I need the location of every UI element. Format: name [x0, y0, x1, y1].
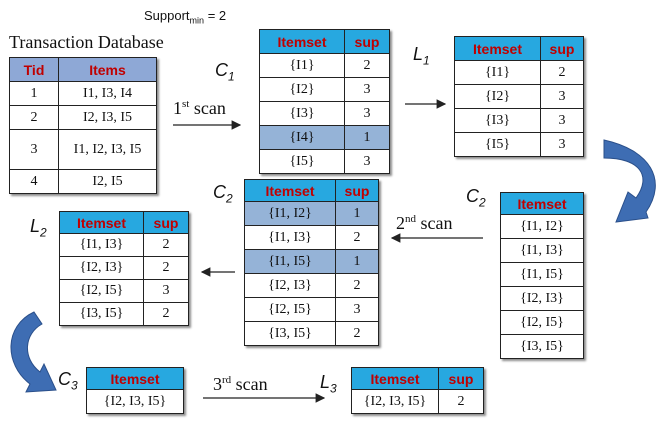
itemset-cell: {I1, I5} — [500, 262, 584, 287]
c2-counted-label: C2 — [213, 182, 233, 206]
itemset-cell: {I2, I3, I5} — [86, 389, 184, 414]
itemset-header: Itemset — [86, 367, 184, 390]
itemset-cell: {I1, I2} — [500, 214, 584, 239]
sup-cell: 1 — [335, 201, 379, 226]
sup-cell: 2 — [143, 302, 189, 326]
sup-cell: 2 — [344, 53, 390, 78]
sup-header: sup — [335, 179, 379, 202]
itemset-cell: {I3, I5} — [500, 334, 584, 359]
sup-header: sup — [344, 29, 390, 54]
itemset-cell: {I3, I5} — [244, 321, 336, 346]
itemset-cell: {I1, I3} — [59, 233, 144, 257]
itemset-header: Itemset — [259, 29, 345, 54]
itemset-cell: {I2, I3, I5} — [351, 389, 439, 414]
items-cell: I1, I3, I4 — [58, 81, 157, 106]
curved-arrow-l2-to-c3 — [10, 311, 57, 393]
itemset-cell: {I2, I5} — [500, 310, 584, 335]
l1-label: L1 — [413, 44, 430, 68]
itemset-cell: {I2, I5} — [59, 279, 144, 303]
c2-candidates-table: Itemset {I1, I2} {I1, I3} {I1, I5} {I2, … — [500, 192, 584, 359]
transaction-database-title: Transaction Database — [9, 32, 164, 52]
c2-candidates-label: C2 — [466, 186, 486, 210]
sup-cell: 1 — [344, 125, 390, 150]
itemset-cell: {I5} — [259, 149, 345, 174]
c3-label: C3 — [58, 369, 78, 393]
sup-cell: 3 — [344, 101, 390, 126]
sup-cell: 1 — [335, 249, 379, 274]
sup-header: sup — [143, 211, 189, 234]
sup-header: sup — [540, 36, 584, 61]
itemset-header: Itemset — [244, 179, 336, 202]
itemset-cell: {I3} — [259, 101, 345, 126]
sup-cell: 3 — [540, 84, 584, 109]
c1-label: C1 — [215, 60, 235, 84]
itemset-cell: {I3, I5} — [59, 302, 144, 326]
l3-label: L3 — [320, 372, 337, 396]
sup-header: sup — [438, 367, 484, 390]
items-cell: I1, I2, I3, I5 — [58, 129, 157, 170]
sup-cell: 3 — [335, 297, 379, 322]
itemset-header: Itemset — [454, 36, 541, 61]
itemset-header: Itemset — [59, 211, 144, 234]
itemset-cell: {I1, I5} — [244, 249, 336, 274]
itemset-header: Itemset — [500, 192, 584, 215]
itemset-cell: {I1, I3} — [500, 238, 584, 263]
tid-cell: 3 — [9, 129, 59, 170]
itemset-cell: {I1, I2} — [244, 201, 336, 226]
sup-cell: 3 — [344, 149, 390, 174]
first-scan-label: 1st scan — [173, 98, 226, 118]
sup-cell: 3 — [540, 108, 584, 133]
items-header: Items — [58, 57, 157, 82]
l2-label: L2 — [30, 216, 47, 240]
tid-header: Tid — [9, 57, 59, 82]
itemset-cell: {I4} — [259, 125, 345, 150]
sup-cell: 2 — [335, 321, 379, 346]
sup-cell: 3 — [143, 279, 189, 303]
third-scan-label: 3rd scan — [213, 374, 268, 394]
curved-arrow-l1-to-c2 — [603, 139, 656, 223]
c3-table: Itemset {I2, I3, I5} — [86, 367, 184, 414]
itemset-cell: {I2, I3} — [500, 286, 584, 311]
sup-cell: 2 — [438, 389, 484, 414]
itemset-header: Itemset — [351, 367, 439, 390]
second-scan-label: 2nd scan — [396, 213, 453, 233]
itemset-cell: {I1} — [259, 53, 345, 78]
tid-cell: 1 — [9, 81, 59, 106]
tid-cell: 4 — [9, 169, 59, 194]
items-cell: I2, I3, I5 — [58, 105, 157, 130]
support-min-label: Supportmin = 2 — [144, 8, 227, 26]
sup-cell: 2 — [335, 273, 379, 298]
items-cell: I2, I5 — [58, 169, 157, 194]
sup-cell: 3 — [540, 132, 584, 157]
sup-cell: 2 — [335, 225, 379, 250]
sup-cell: 2 — [143, 233, 189, 257]
itemset-cell: {I5} — [454, 132, 541, 157]
